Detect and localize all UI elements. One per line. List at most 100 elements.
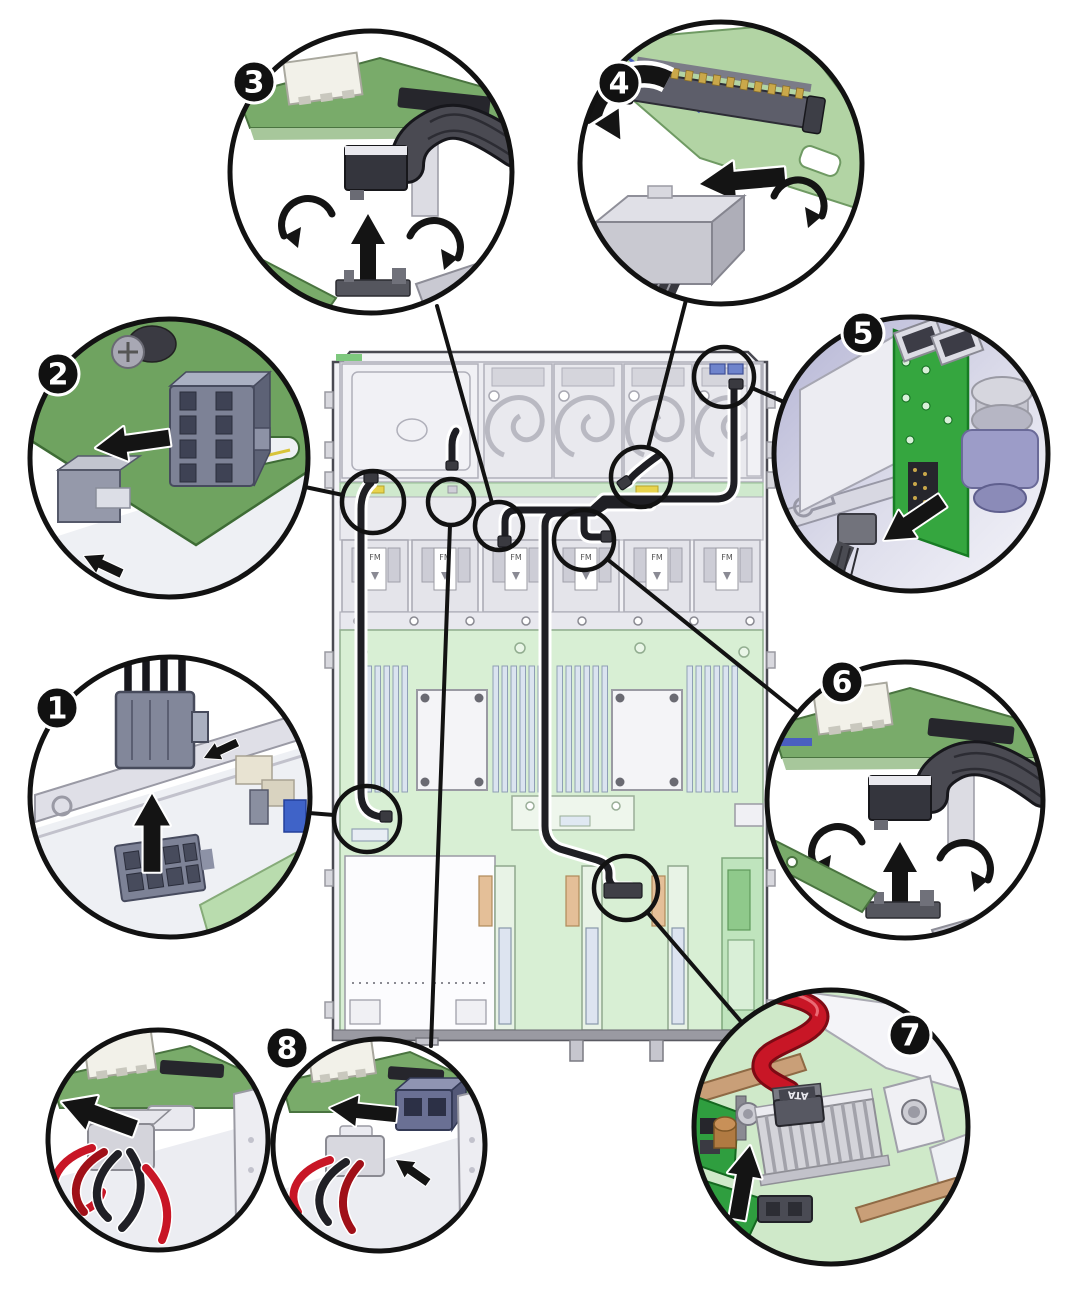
leader-lines	[303, 298, 799, 1048]
leader-2	[303, 485, 345, 497]
callout-badge-8: 8	[264, 1025, 310, 1071]
ribbon-cable	[913, 740, 1041, 814]
thumbscrew	[111, 325, 177, 369]
fan-module-label: FM	[510, 553, 522, 562]
callout-badges: 1 2 3 4 5 6 7 8	[34, 59, 933, 1071]
cpu-heatsinks	[416, 689, 683, 791]
power-connector-socket	[168, 370, 272, 487]
callout-1	[27, 654, 313, 940]
badge-number-5: 5	[853, 317, 874, 352]
leader-8	[429, 523, 452, 1048]
right-sub-board	[721, 857, 764, 1031]
callout-8-right-illustration	[275, 1041, 483, 1249]
dimm-slots	[356, 665, 738, 793]
slot-strip	[854, 1174, 966, 1224]
callout-2	[27, 316, 311, 600]
callout-badge-5: 5	[840, 310, 886, 356]
latch-part	[865, 890, 941, 919]
callout-8-left-ring	[45, 1027, 271, 1253]
badge-number-4: 4	[609, 67, 630, 102]
callout-badge-7: 7	[887, 1012, 933, 1058]
badge-number-8: 8	[277, 1032, 298, 1067]
callout-3-illustration	[232, 33, 510, 311]
white-connector-box	[282, 51, 364, 106]
connection-point-circles	[331, 344, 757, 923]
leader-6	[605, 557, 799, 714]
chassis-feet	[415, 1037, 664, 1062]
leader-4	[646, 298, 688, 450]
connection-point-e	[608, 444, 674, 510]
cable-stub-e	[624, 452, 662, 486]
right-mount	[882, 1074, 946, 1154]
badge-number-6: 6	[832, 666, 853, 701]
cable-center-long	[541, 501, 654, 892]
ata-connector	[771, 1082, 825, 1128]
psu-bay	[344, 855, 496, 1036]
keyhole-slot	[793, 489, 836, 518]
callout-8-right	[270, 1036, 488, 1254]
ribbon-connector	[868, 775, 932, 830]
callout-badge-4: 4	[596, 60, 642, 106]
fan-module-label: FM	[580, 553, 592, 562]
callout-2-ring	[27, 316, 311, 600]
callout-7-ring	[691, 987, 971, 1267]
leader-1	[307, 811, 336, 817]
rotate-arrow-left	[278, 195, 336, 248]
power-cable-plug	[55, 455, 143, 523]
callout-8-left	[45, 1027, 271, 1253]
power-plug-with-wires	[50, 1109, 173, 1246]
callout-8-left-illustration	[50, 1032, 266, 1248]
callout-6-illustration	[769, 664, 1041, 936]
fan-module-label: FM	[369, 553, 381, 562]
cable-head	[582, 185, 747, 302]
rear-cylinders	[961, 376, 1039, 513]
cable-left-long	[357, 479, 386, 821]
cable-end-connectors	[363, 378, 744, 899]
rotate-arrow-right	[936, 839, 994, 892]
callout-3	[227, 28, 515, 316]
badge-number-3: 3	[244, 66, 265, 101]
callout-badge-2: 2	[35, 351, 81, 397]
callout-7: ATA	[691, 987, 971, 1267]
latch-part	[335, 268, 411, 297]
right-connector-cluster	[235, 755, 307, 833]
rotate-arrow-right	[406, 217, 464, 270]
callout-1-illustration	[32, 659, 308, 935]
callout-6	[764, 659, 1046, 941]
callout-badge-3: 3	[231, 59, 277, 105]
callout-5	[771, 314, 1051, 594]
connection-point-c	[472, 499, 526, 553]
usb-ports	[892, 319, 985, 367]
rotate-arrow-right	[770, 176, 828, 228]
callout-badge-1: 1	[34, 685, 80, 731]
callout-8-right-ring	[270, 1036, 488, 1254]
leader-3	[435, 304, 494, 505]
routed-cables	[351, 378, 744, 899]
cable-wires	[122, 659, 188, 696]
power-socket	[393, 1076, 469, 1133]
callout-1-ring	[27, 654, 313, 940]
callout-3-ring	[227, 28, 515, 316]
callout-badge-6: 6	[819, 659, 865, 705]
callout-4-ring	[577, 19, 865, 307]
ribbon-cable	[389, 103, 510, 184]
fan-module-label: FM	[651, 553, 663, 562]
mid-bracket	[511, 795, 764, 831]
ribbon-connector	[344, 145, 408, 200]
badge-number-2: 2	[48, 358, 69, 393]
connection-point-a	[339, 468, 407, 536]
red-cable	[732, 992, 830, 1100]
chassis-green-accent	[336, 354, 362, 361]
leader-7	[645, 910, 746, 1027]
cable-stub-b	[448, 427, 460, 465]
callout-2-illustration	[32, 321, 306, 595]
connection-point-f	[691, 344, 757, 410]
callout-5-ring	[771, 314, 1051, 594]
connection-point-g	[331, 783, 403, 855]
badge-number-7: 7	[900, 1019, 921, 1054]
connection-point-d	[551, 507, 617, 573]
callout-7-illustration: ATA	[696, 992, 966, 1262]
socket-under-hook	[351, 828, 389, 842]
fan-module-label: FM	[721, 553, 733, 562]
